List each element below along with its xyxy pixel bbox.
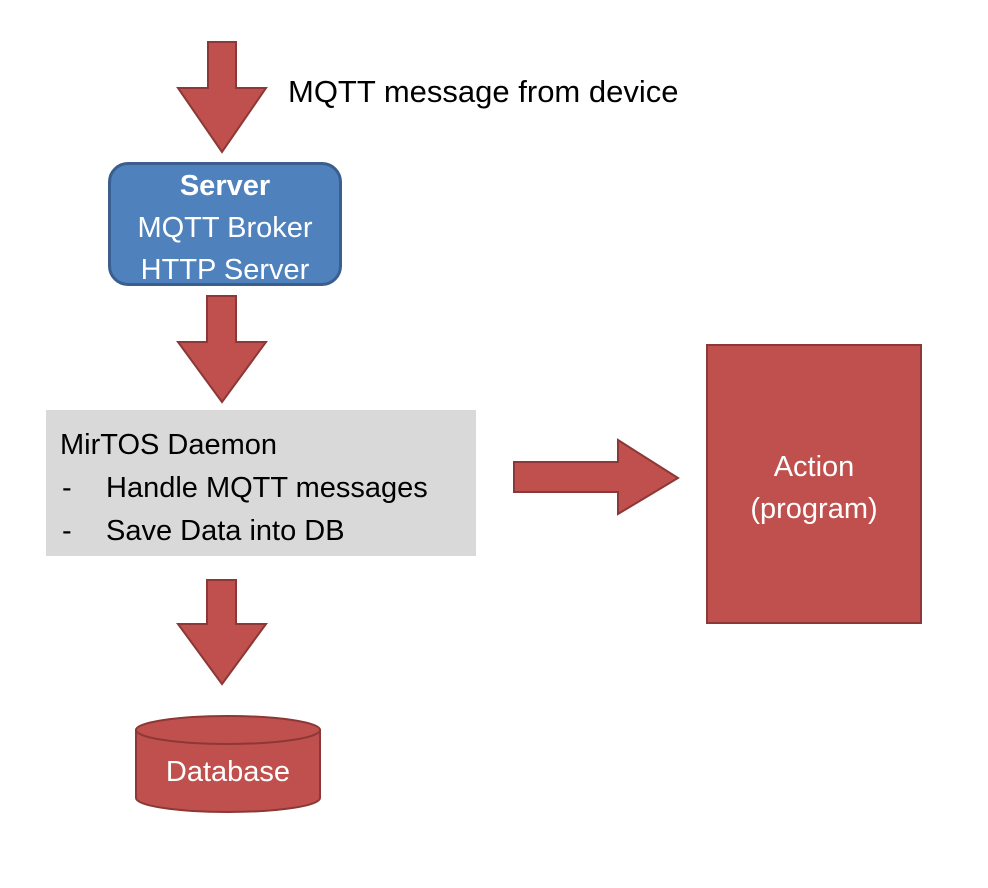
daemon-item-save: - Save Data into DB <box>60 510 476 553</box>
server-box: Server MQTT Broker HTTP Server <box>108 162 342 286</box>
daemon-box: MirTOS Daemon - Handle MQTT messages - S… <box>46 410 476 556</box>
action-line-program: (program) <box>750 493 878 525</box>
daemon-title: MirTOS Daemon <box>60 429 278 461</box>
list-marker: - <box>62 515 72 547</box>
incoming-message-caption: MQTT message from device <box>288 74 679 109</box>
server-line-http: HTTP Server <box>140 254 310 286</box>
list-marker: - <box>62 472 72 504</box>
action-box: Action (program) <box>706 344 922 624</box>
database-cylinder-icon <box>135 715 321 813</box>
daemon-item-label: Handle MQTT messages <box>106 472 428 504</box>
server-title: Server <box>179 170 271 202</box>
daemon-item-label: Save Data into DB <box>106 515 345 547</box>
daemon-item-handle: - Handle MQTT messages <box>60 467 476 510</box>
server-line-broker: MQTT Broker <box>137 212 313 244</box>
database-label: Database <box>165 756 291 788</box>
action-line-title: Action <box>773 451 855 483</box>
